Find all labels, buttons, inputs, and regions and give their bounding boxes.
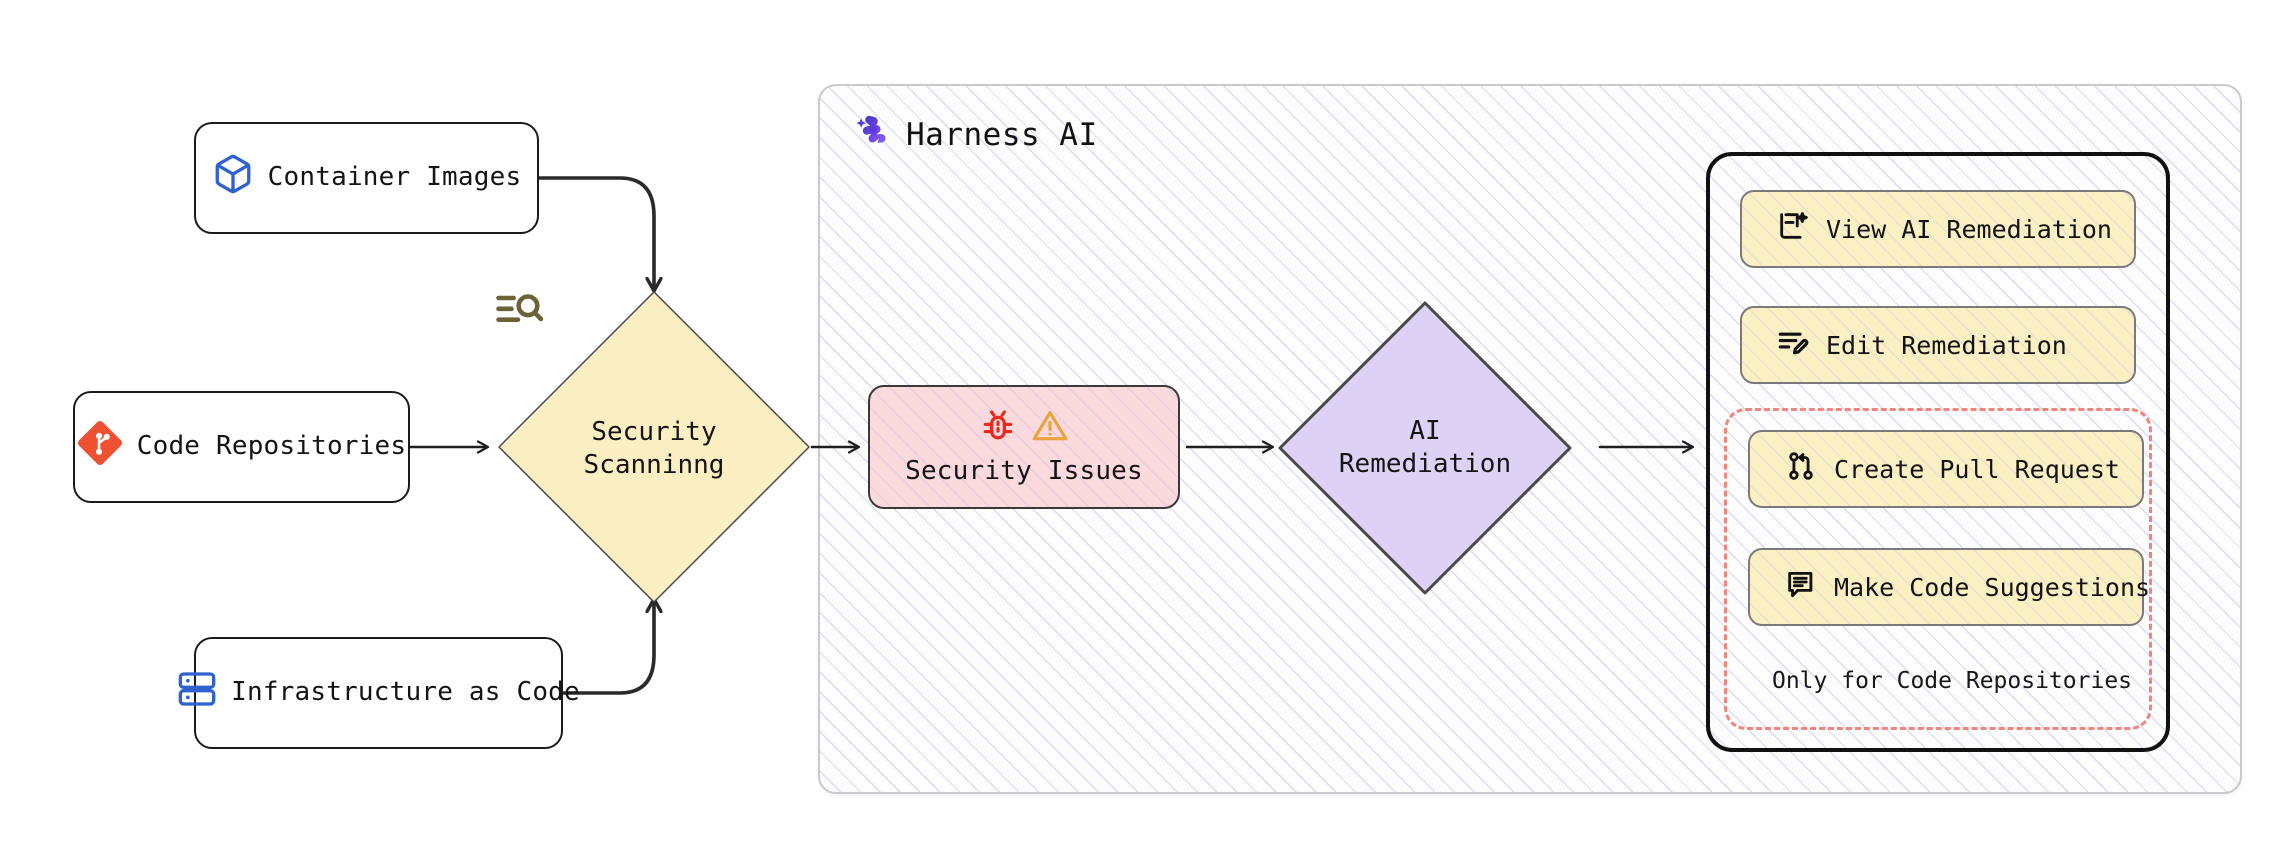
pull-request-icon <box>1784 449 1818 489</box>
cube-icon <box>212 153 254 203</box>
edge-container-to-scanning <box>537 176 654 290</box>
action-make-code-suggestions[interactable]: Make Code Suggestions <box>1748 548 2150 626</box>
action-label: View AI Remediation <box>1826 214 2112 244</box>
node-container-images[interactable]: Container Images <box>194 122 539 234</box>
warning-triangle-icon <box>1031 407 1069 453</box>
harness-ai-header: Harness AI <box>854 112 1098 158</box>
action-view-ai-remediation[interactable]: View AI Remediation <box>1740 190 2136 268</box>
code-repositories-only-region <box>1724 408 2152 730</box>
action-create-pull-request[interactable]: Create Pull Request <box>1748 430 2144 508</box>
remediation-actions-group <box>1706 152 2170 752</box>
git-diamond-icon <box>77 420 123 474</box>
harness-flower-icon <box>854 112 892 158</box>
action-edit-remediation[interactable]: Edit Remediation <box>1740 306 2136 384</box>
harness-ai-title: Harness AI <box>906 117 1098 153</box>
node-code-repositories[interactable]: Code Repositories <box>73 391 410 503</box>
node-infrastructure-as-code[interactable]: Infrastructure as Code <box>178 637 580 749</box>
node-ai-remediation[interactable]: AI Remediation <box>1272 295 1578 601</box>
node-label: Container Images <box>267 162 522 193</box>
bug-icon <box>979 407 1017 453</box>
code-only-caption: Only for Code Repositories <box>1771 668 2133 694</box>
node-security-scanning[interactable]: Security Scanninng <box>492 285 816 609</box>
server-stack-icon <box>177 669 217 717</box>
node-label: Security Issues <box>905 456 1143 486</box>
document-sparkle-icon <box>1776 209 1810 249</box>
comment-lines-icon <box>1784 567 1818 607</box>
node-security-issues[interactable]: Security Issues <box>868 385 1180 509</box>
action-label: Edit Remediation <box>1826 330 2067 360</box>
lines-pencil-icon <box>1776 325 1810 365</box>
node-label: Code Repositories <box>136 431 407 462</box>
node-label: Infrastructure as Code <box>231 677 580 708</box>
action-label: Create Pull Request <box>1834 454 2120 484</box>
action-label: Make Code Suggestions <box>1834 572 2151 602</box>
